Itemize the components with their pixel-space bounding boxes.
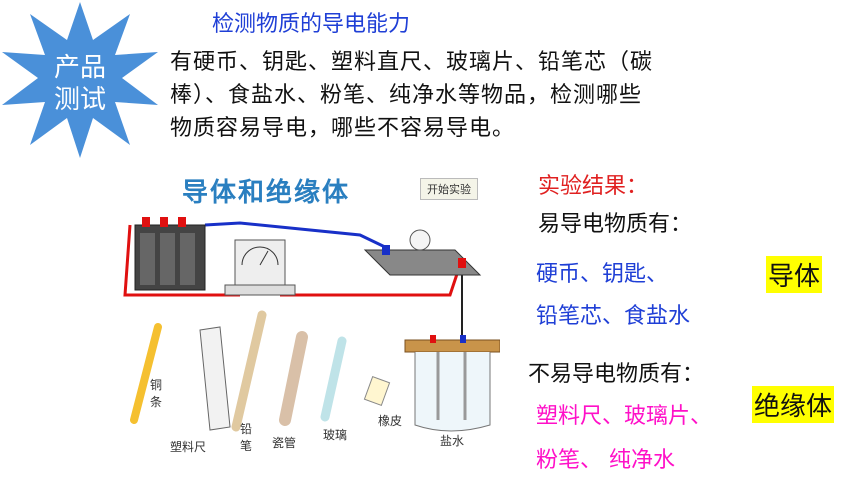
label-eraser: 橡皮: [378, 414, 403, 428]
lamp-board-icon: [363, 229, 482, 276]
nonconductive-list-line2: 粉笔、 纯净水: [536, 448, 675, 473]
ruler-icon: [199, 326, 231, 431]
saltwater-beaker-icon: [404, 335, 500, 432]
experiment-diagram: [123, 217, 500, 432]
copper-strip-icon: [130, 323, 162, 424]
ceramic-tube-icon: [279, 331, 308, 426]
label-pencil: 铅 笔: [240, 422, 253, 453]
nonconductive-heading: 不易导电物质有：: [528, 362, 705, 387]
badge-label: 产品测试: [53, 53, 106, 115]
battery-icon: [134, 217, 206, 291]
results-heading: 实验结果：: [538, 174, 649, 199]
nonconductive-list-line1: 塑料尺、玻璃片、: [536, 404, 713, 429]
page-title: 检测物质的导电能力: [212, 12, 411, 37]
star-badge-icon: [2, 2, 158, 158]
diagram-title: 导体和绝缘体: [182, 178, 351, 208]
conductive-heading: 易导电物质有：: [538, 212, 693, 237]
label-ceramic: 瓷管: [272, 436, 297, 450]
insulator-tag: 绝缘体: [752, 386, 835, 423]
conductor-tag: 导体: [766, 256, 823, 293]
label-saltwater: 盐水: [440, 434, 465, 448]
conductive-list-line1: 硬币、钥匙、: [536, 262, 669, 287]
label-glass: 玻璃: [323, 428, 348, 442]
label-copper: 铜 条: [150, 378, 163, 409]
start-experiment-button[interactable]: 开始实验: [420, 178, 478, 200]
glass-rod-icon: [320, 336, 347, 422]
ammeter-icon: [224, 239, 296, 296]
conductive-list-line2: 铅笔芯、食盐水: [536, 304, 691, 329]
eraser-icon: [363, 376, 391, 406]
pencil-icon: [231, 310, 267, 432]
label-ruler: 塑料尺: [170, 440, 207, 454]
intro-text: 有硬币、钥匙、塑料直尺、玻璃片、铅笔芯（碳棒）、食盐水、粉笔、纯净水等物品，检测…: [170, 50, 654, 141]
